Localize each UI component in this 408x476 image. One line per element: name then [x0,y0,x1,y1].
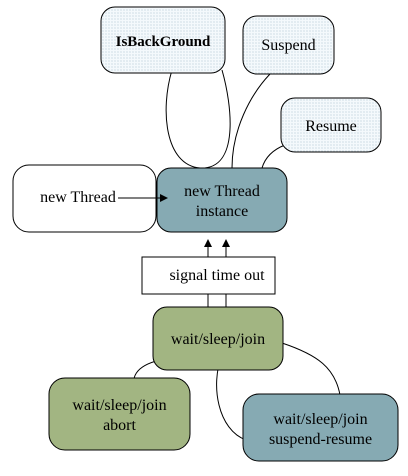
node-signal-time-out: signal time out [141,256,276,295]
node-new-thread: new Thread [12,164,157,233]
suspend-resume-label-line1: wait/sleep/join [273,411,367,428]
arrows-signal-to-instance [204,239,230,308]
curve-wait-to-suspend-resume [281,342,341,396]
suspend-label: Suspend [261,37,315,54]
instance-label-line2: instance [196,203,248,220]
isbackground-label: IsBackGround [116,34,211,50]
node-isbackground: IsBackGround [100,6,226,74]
instance-label-line1: new Thread [184,183,260,200]
wait-label: wait/sleep/join [171,331,265,348]
node-suspend: Suspend [242,15,335,75]
resume-label: Resume [305,118,357,135]
node-wait-suspend-resume: wait/sleep/join suspend-resume [242,393,399,462]
abort-label-line1: wait/sleep/join [72,397,166,414]
node-resume: Resume [280,97,382,153]
signal-label: signal time out [169,267,265,284]
node-wait-abort: wait/sleep/join abort [48,377,191,451]
loop-isbackground [165,69,231,169]
curve-resume [261,144,286,169]
node-wait-sleep-join: wait/sleep/join [152,306,284,371]
suspend-resume-label-line2: suspend-resume [269,431,372,448]
curve-suspend [231,73,271,169]
node-new-thread-instance: new Thread instance [156,167,288,233]
abort-label-line2: abort [103,417,136,434]
new-thread-label: new Thread [40,189,116,206]
